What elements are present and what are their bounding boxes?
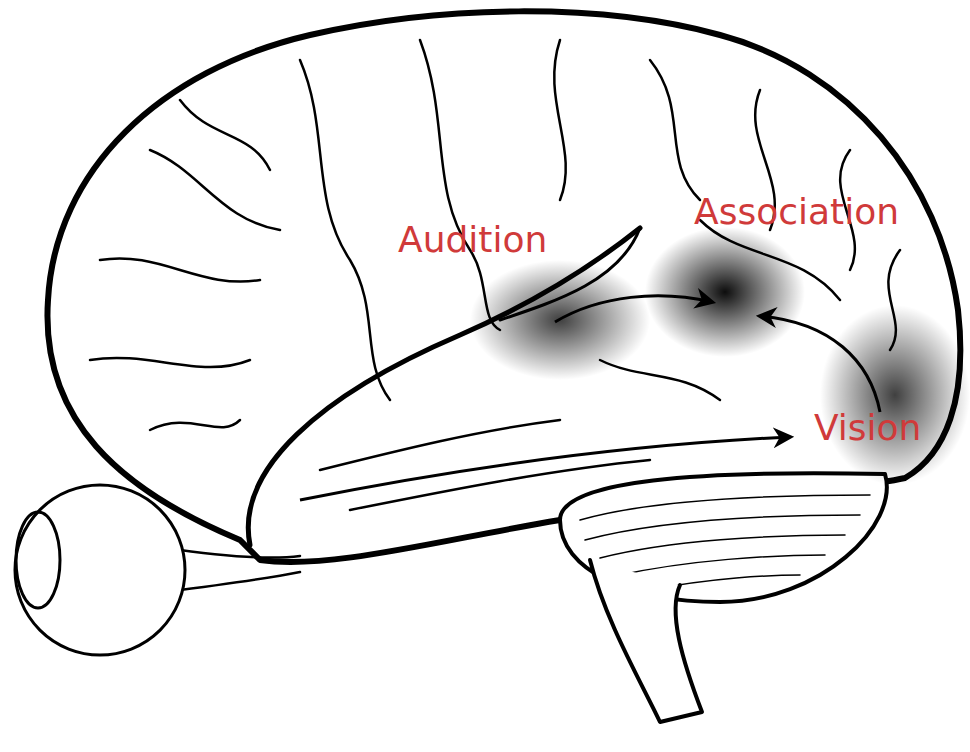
region-label: Vision — [814, 408, 921, 448]
region-label: Association — [694, 192, 899, 232]
region-label: Audition — [398, 220, 547, 260]
